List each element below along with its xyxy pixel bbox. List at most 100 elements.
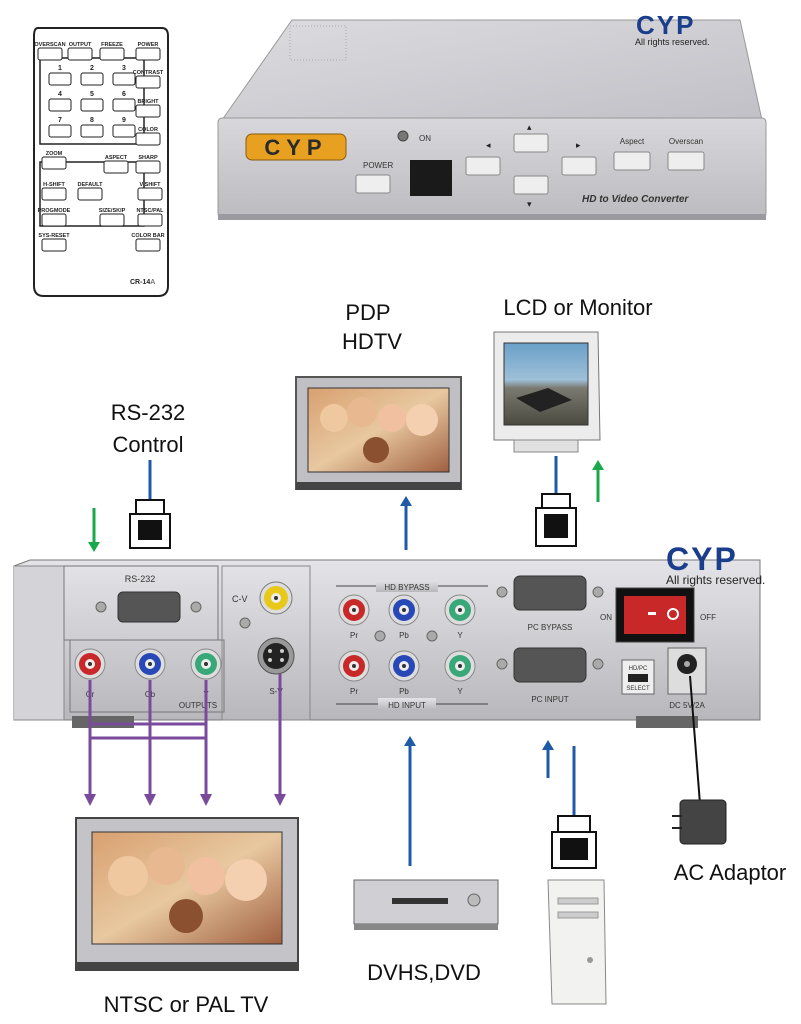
sv-label: S-V bbox=[269, 687, 283, 696]
remote-button-label: OUTPUT bbox=[69, 42, 92, 48]
down-arrow-icon: ▾ bbox=[527, 199, 532, 209]
input-pb-label: Pb bbox=[399, 687, 409, 696]
remote-button-ntsc-pal[interactable] bbox=[137, 213, 163, 227]
bypass-pb-label: Pb bbox=[399, 631, 409, 640]
rs232-port[interactable] bbox=[117, 591, 181, 623]
hd-input-label: HD INPUT bbox=[388, 701, 426, 710]
remote-button-label: SIZE/SKIP bbox=[99, 208, 126, 214]
ir-window bbox=[410, 160, 452, 196]
remote-button-freeze[interactable] bbox=[99, 47, 125, 61]
power-label: POWER bbox=[363, 161, 393, 170]
rs232-label: RS-232 bbox=[111, 400, 186, 425]
overscan-label: Overscan bbox=[669, 137, 703, 146]
output-cables bbox=[88, 674, 282, 798]
remote-button-label: DEFAULT bbox=[78, 182, 104, 188]
control-label: Control bbox=[113, 432, 184, 457]
select-label: SELECT bbox=[626, 686, 650, 692]
remote-button-zoom[interactable] bbox=[41, 156, 67, 170]
remote-digit-2-button[interactable] bbox=[80, 72, 104, 86]
remote-digit-8-button[interactable] bbox=[80, 124, 104, 138]
out-cr-jack[interactable] bbox=[74, 648, 106, 680]
input-pr-jack[interactable] bbox=[338, 650, 370, 682]
remote-button-color[interactable] bbox=[135, 132, 161, 146]
remote-digit-5-button[interactable] bbox=[80, 98, 104, 112]
remote-button-size-skip[interactable] bbox=[99, 213, 125, 227]
bypass-y-jack[interactable] bbox=[444, 594, 476, 626]
remote-button-v-shift[interactable] bbox=[137, 187, 163, 201]
input-y-jack[interactable] bbox=[444, 650, 476, 682]
remote-digit-7-button[interactable] bbox=[48, 124, 72, 138]
remote-digit-9-button[interactable] bbox=[112, 124, 136, 138]
switch-on-label: ON bbox=[600, 613, 612, 622]
converter-rear-panel: RS-232 Cr Cb Y OUTPUTS C-V S-V HD BYPASS… bbox=[13, 559, 761, 728]
remote-button-label: PROGMODE bbox=[38, 208, 71, 214]
remote-digit-label: 5 bbox=[90, 91, 94, 98]
left-arrow-icon: ◂ bbox=[486, 140, 491, 150]
remote-model-label: CR-14A bbox=[130, 279, 155, 286]
svg-text:All rights reserved.: All rights reserved. bbox=[666, 573, 765, 587]
remote-button-power[interactable] bbox=[135, 47, 161, 61]
output-arrowheads bbox=[84, 794, 286, 806]
overscan-button[interactable] bbox=[667, 151, 705, 171]
remote-button-label: SHARP bbox=[138, 155, 158, 161]
remote-button-label: FREEZE bbox=[101, 42, 123, 48]
bypass-pr-jack[interactable] bbox=[338, 594, 370, 626]
pc-tower bbox=[547, 815, 607, 1005]
remote-button-bright[interactable] bbox=[135, 104, 161, 118]
remote-button-color-bar[interactable] bbox=[135, 238, 161, 252]
bypass-pb-jack[interactable] bbox=[388, 594, 420, 626]
remote-button-label: V-SHIFT bbox=[139, 182, 161, 188]
remote-digit-4-button[interactable] bbox=[48, 98, 72, 112]
remote-button-contrast[interactable] bbox=[135, 75, 161, 89]
converter-front-unit: CYP ON POWER ◂ ▴ ▾ ▸ Aspect Overscan HD … bbox=[217, 19, 767, 220]
remote-button-default[interactable] bbox=[77, 187, 103, 201]
remote-button-sharp[interactable] bbox=[135, 160, 161, 174]
svg-text:All rights reserved.: All rights reserved. bbox=[635, 37, 710, 47]
svg-text:CYP: CYP bbox=[264, 135, 327, 160]
aspect-button[interactable] bbox=[613, 151, 651, 171]
out-y-jack[interactable] bbox=[190, 648, 222, 680]
power-button[interactable] bbox=[355, 174, 391, 194]
remote-button-label: POWER bbox=[138, 42, 159, 48]
left-button[interactable] bbox=[465, 156, 501, 176]
remote-digit-label: 2 bbox=[90, 65, 94, 72]
remote-digit-6-button[interactable] bbox=[112, 98, 136, 112]
up-button[interactable] bbox=[513, 133, 549, 153]
ac-adaptor-label: AC Adaptor bbox=[674, 860, 787, 885]
remote-button-sys-reset[interactable] bbox=[41, 238, 67, 252]
signal-arrows bbox=[88, 460, 604, 866]
vga-cable-connector bbox=[535, 456, 577, 547]
hdpc-select-switch[interactable] bbox=[628, 674, 648, 682]
remote-button-progmode[interactable] bbox=[41, 213, 67, 227]
remote-button-label: NTSC/PAL bbox=[136, 208, 164, 214]
svg-text:CYP: CYP bbox=[666, 541, 738, 577]
remote-digit-label: 4 bbox=[58, 91, 62, 98]
pc-input-port[interactable] bbox=[513, 647, 587, 683]
out-cb-jack[interactable] bbox=[134, 648, 166, 680]
ntsc-label: NTSC or PAL TV bbox=[104, 992, 269, 1017]
cyp-front-logo: CYP bbox=[245, 133, 347, 161]
remote-button-aspect[interactable] bbox=[103, 160, 129, 174]
cyp-logo-top: CYP All rights reserved. bbox=[635, 10, 710, 47]
input-pb-jack[interactable] bbox=[388, 650, 420, 682]
down-button[interactable] bbox=[513, 175, 549, 195]
remote-button-label: SYS-RESET bbox=[38, 233, 70, 239]
cyp-logo-rear: CYP All rights reserved. bbox=[666, 541, 765, 587]
remote-button-h-shift[interactable] bbox=[41, 187, 67, 201]
right-button[interactable] bbox=[561, 156, 597, 176]
ac-adaptor: AC Adaptor bbox=[672, 675, 787, 885]
pc-bypass-port[interactable] bbox=[513, 575, 587, 611]
rs232-cable-connector bbox=[129, 460, 171, 549]
remote-digit-1-button[interactable] bbox=[48, 72, 72, 86]
remote-button-output[interactable] bbox=[67, 47, 93, 61]
remote-button-overscan[interactable] bbox=[37, 47, 63, 61]
cv-jack[interactable] bbox=[259, 581, 293, 615]
remote-digit-3-button[interactable] bbox=[112, 72, 136, 86]
power-led bbox=[397, 130, 409, 142]
sv-jack[interactable] bbox=[257, 637, 295, 675]
up-arrow-icon: ▴ bbox=[527, 122, 532, 132]
remote-button-label: H-SHIFT bbox=[43, 182, 65, 188]
remote-button-label: ZOOM bbox=[46, 151, 63, 157]
